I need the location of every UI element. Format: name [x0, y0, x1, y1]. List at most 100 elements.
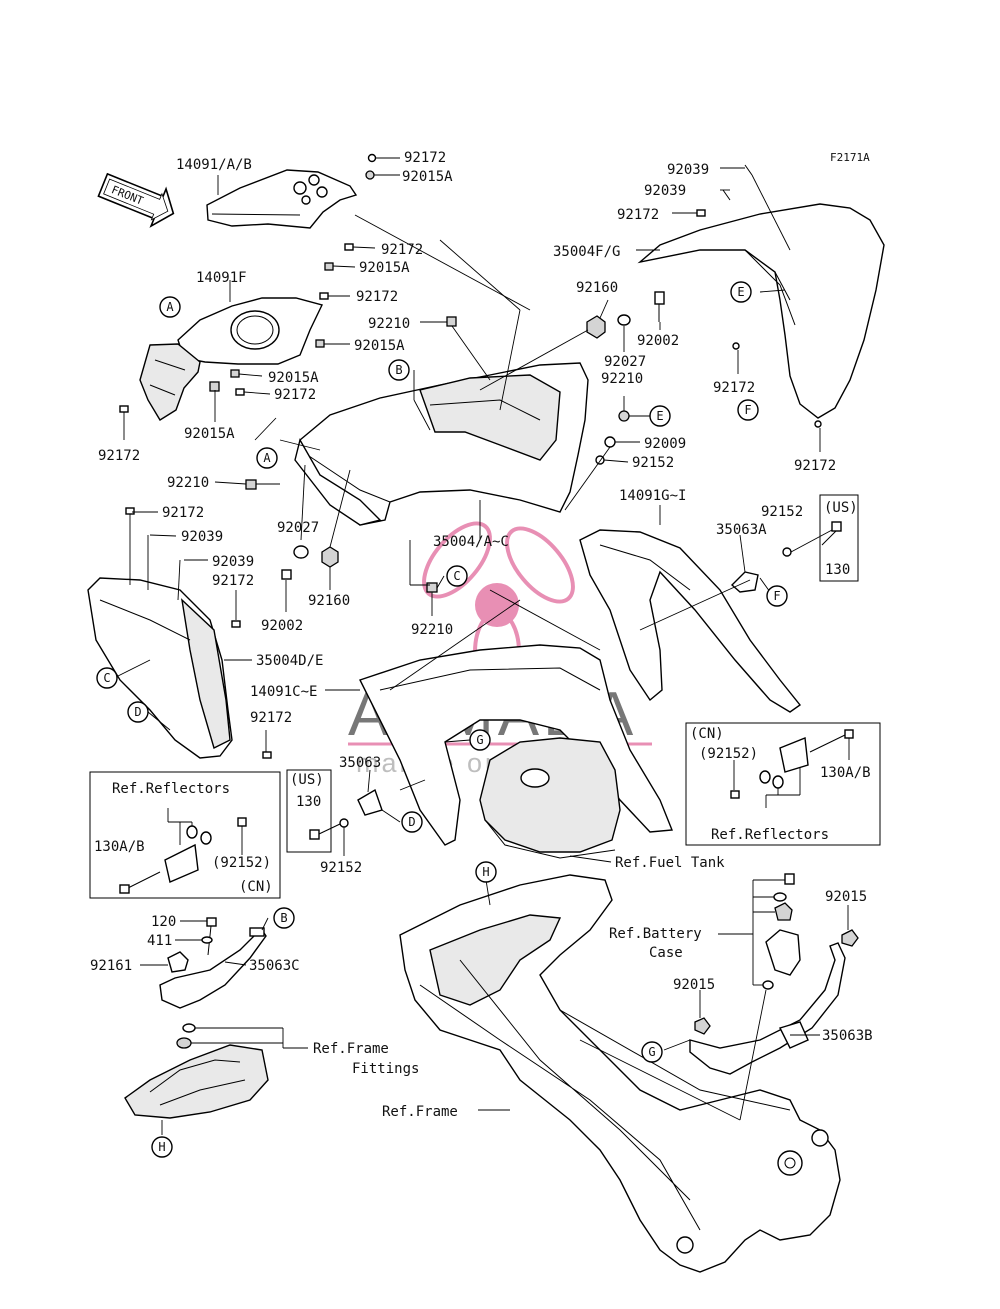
- side-panel-35004de: [87, 577, 233, 759]
- label-92210-d: 92210: [411, 622, 453, 638]
- bracket-35063b: [689, 942, 846, 1075]
- label-92039-c: 92039: [181, 529, 223, 545]
- svg-text:F: F: [773, 589, 780, 603]
- fastener-92172-h: [814, 420, 822, 428]
- cover-14091ab: [206, 169, 358, 229]
- label-92015-a: 92015: [825, 889, 867, 905]
- cowl-35004fg: [637, 203, 885, 419]
- svg-text:E: E: [737, 285, 744, 299]
- fastener-92172-k: [262, 751, 272, 759]
- label-cn-a: (CN): [239, 879, 273, 895]
- label-92172-a: 92172: [404, 150, 446, 166]
- svg-text:G: G: [476, 733, 483, 747]
- label-us-a: (US): [824, 500, 858, 516]
- reflector-left: [119, 817, 247, 894]
- fastener-92015a-a: [365, 170, 375, 180]
- label-92172-b: 92172: [381, 242, 423, 258]
- fastener-92172-a: [367, 153, 377, 163]
- washer-411: [201, 936, 213, 944]
- fastener-92039-d: [177, 559, 181, 601]
- svg-text:A: A: [263, 451, 271, 465]
- fastener-92002-b: [281, 569, 292, 580]
- label-35004ac: 35004/A~C: [433, 534, 509, 550]
- front-arrow-icon: FRONT: [97, 172, 175, 228]
- label-ref-frame: Ref.Frame: [382, 1104, 458, 1120]
- label-92002-b: 92002: [261, 618, 303, 634]
- fastener-92015a-e: [209, 381, 220, 392]
- label-92172-i: 92172: [162, 505, 204, 521]
- part-labels: 14091/A/B 92172 92015A 92172 92015A 1409…: [90, 150, 873, 1120]
- us-box-right: [819, 494, 859, 582]
- callout-e-1: E: [730, 281, 752, 303]
- fastener-92015a-d: [230, 369, 240, 378]
- fastener-92039-a: [744, 164, 753, 176]
- fastener-92172-j: [231, 620, 241, 628]
- svg-text:D: D: [408, 815, 415, 829]
- svg-text:D: D: [134, 705, 141, 719]
- label-92015a-e: 92015A: [184, 426, 235, 442]
- label-130-b: 130: [296, 794, 321, 810]
- fastener-92039-b: [722, 189, 731, 201]
- rubber-92015-b: [694, 1017, 711, 1035]
- label-92015a-d: 92015A: [268, 370, 319, 386]
- label-14091ab: 14091/A/B: [176, 157, 252, 173]
- reflector-right: [730, 729, 854, 799]
- label-35004de: 35004D/E: [256, 653, 323, 669]
- callout-e-2: E: [649, 405, 671, 427]
- label-ref-reflectors-b: Ref.Reflectors: [711, 827, 829, 843]
- svg-text:C: C: [103, 671, 110, 685]
- bolt-130-a: [821, 521, 842, 546]
- label-35004fg: 35004F/G: [553, 244, 620, 260]
- fastener-92172-d: [235, 388, 245, 396]
- callout-f-2: F: [766, 585, 788, 607]
- fastener-92210-c: [245, 479, 257, 490]
- fastener-92172-f: [696, 209, 706, 217]
- label-92039-a: 92039: [667, 162, 709, 178]
- fastener-92015a-b: [324, 262, 334, 271]
- label-92172-c: 92172: [356, 289, 398, 305]
- label-92172-h: 92172: [794, 458, 836, 474]
- fastener-92152-b: [782, 547, 792, 557]
- label-cn-b: (CN): [690, 726, 724, 742]
- label-92172-d: 92172: [274, 387, 316, 403]
- bolt-130-b: [309, 823, 341, 840]
- fastener-92015a-c: [315, 339, 325, 348]
- label-92015-b: 92015: [673, 977, 715, 993]
- label-92039-d: 92039: [212, 554, 254, 570]
- label-ref-battery-1: Ref.Battery: [609, 926, 702, 942]
- frame-fittings-ref: [124, 1023, 269, 1119]
- label-us-b: (US): [290, 772, 324, 788]
- svg-text:B: B: [280, 911, 287, 925]
- label-92172-g: 92172: [713, 380, 755, 396]
- callout-b-1: B: [388, 359, 410, 381]
- label-411: 411: [147, 933, 172, 949]
- label-92172-k: 92172: [250, 710, 292, 726]
- label-92210-a: 92210: [368, 316, 410, 332]
- fastener-92210-b: [618, 410, 630, 422]
- battery-case-ref: [762, 873, 801, 990]
- callout-a-1: A: [159, 296, 181, 318]
- us-box-left: [286, 769, 332, 853]
- reflectors-box-left: [89, 771, 281, 899]
- callout-h-1: H: [475, 861, 497, 883]
- fastener-92027-b: [293, 545, 309, 559]
- label-92172-e: 92172: [98, 448, 140, 464]
- label-14091ce: 14091C~E: [250, 684, 317, 700]
- rubber-92015-a: [841, 929, 859, 947]
- label-ref-frame-fittings-2: Fittings: [352, 1061, 419, 1077]
- label-ref-battery-2: Case: [649, 945, 683, 961]
- label-35063b: 35063B: [822, 1028, 873, 1044]
- label-120: 120: [151, 914, 176, 930]
- label-92009: 92009: [644, 436, 686, 452]
- figure-code: F2171A: [830, 151, 870, 164]
- nut-92161: [167, 951, 189, 973]
- fastener-92027-a: [617, 314, 631, 326]
- svg-text:H: H: [482, 865, 489, 879]
- callout-a-2: A: [256, 447, 278, 469]
- callout-c-1: C: [446, 565, 468, 587]
- label-35063: 35063: [339, 755, 381, 771]
- svg-text:B: B: [395, 363, 402, 377]
- label-92015a-a: 92015A: [402, 169, 453, 185]
